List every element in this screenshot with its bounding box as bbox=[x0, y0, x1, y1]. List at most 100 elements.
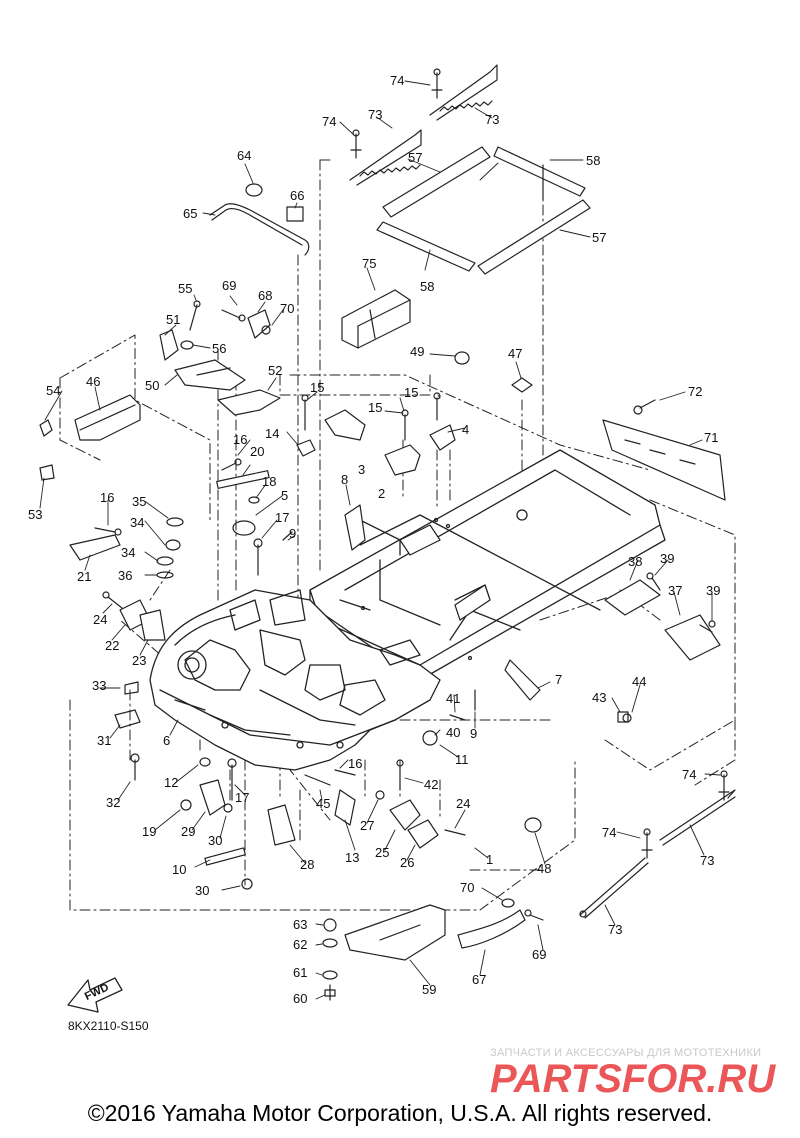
label-65: 65 bbox=[183, 206, 197, 221]
label-19: 19 bbox=[142, 824, 156, 839]
lower-parts bbox=[114, 681, 542, 890]
center-brackets bbox=[296, 392, 456, 476]
label-73: 73 bbox=[608, 922, 622, 937]
label-57: 57 bbox=[408, 150, 422, 165]
watermark: ЗАПЧАСТИ И АКСЕССУАРЫ ДЛЯ МОТОТЕХНИКИ PA… bbox=[490, 1047, 776, 1101]
label-40: 40 bbox=[446, 725, 460, 740]
label-8: 8 bbox=[341, 472, 348, 487]
label-62: 62 bbox=[293, 937, 307, 952]
label-24: 24 bbox=[456, 796, 470, 811]
label-9: 9 bbox=[470, 726, 477, 741]
label-3: 3 bbox=[358, 462, 365, 477]
label-32: 32 bbox=[106, 795, 120, 810]
label-58: 58 bbox=[586, 153, 600, 168]
rivet-pins bbox=[350, 68, 730, 859]
label-17: 17 bbox=[275, 510, 289, 525]
label-4: 4 bbox=[462, 422, 469, 437]
label-26: 26 bbox=[400, 855, 414, 870]
label-15: 15 bbox=[368, 400, 382, 415]
label-69: 69 bbox=[222, 278, 236, 293]
label-73: 73 bbox=[700, 853, 714, 868]
watermark-tagline: ЗАПЧАСТИ И АКСЕССУАРЫ ДЛЯ МОТОТЕХНИКИ bbox=[490, 1047, 761, 1059]
label-74: 74 bbox=[322, 114, 336, 129]
label-14: 14 bbox=[265, 426, 279, 441]
label-50: 50 bbox=[145, 378, 159, 393]
tool-box bbox=[341, 289, 411, 349]
label-30: 30 bbox=[195, 883, 209, 898]
label-6: 6 bbox=[163, 733, 170, 748]
label-71: 71 bbox=[704, 430, 718, 445]
lower-trim-strips bbox=[579, 789, 736, 919]
label-75: 75 bbox=[362, 256, 376, 271]
label-69: 69 bbox=[532, 947, 546, 962]
label-48: 48 bbox=[537, 861, 551, 876]
label-7: 7 bbox=[555, 672, 562, 687]
label-43: 43 bbox=[592, 690, 606, 705]
label-24: 24 bbox=[93, 612, 107, 627]
label-74: 74 bbox=[602, 825, 616, 840]
label-18: 18 bbox=[262, 474, 276, 489]
stabilizer-rod bbox=[209, 183, 310, 256]
label-22: 22 bbox=[105, 638, 119, 653]
label-67: 67 bbox=[472, 972, 486, 987]
label-16: 16 bbox=[348, 756, 362, 771]
label-27: 27 bbox=[360, 818, 374, 833]
label-36: 36 bbox=[118, 568, 132, 583]
label-20: 20 bbox=[250, 444, 264, 459]
drawing-code: 8KX2110-S150 bbox=[68, 1019, 149, 1033]
label-9: 9 bbox=[289, 526, 296, 541]
snow-flap bbox=[602, 399, 726, 501]
label-74: 74 bbox=[682, 767, 696, 782]
bottom-brackets bbox=[322, 898, 544, 1001]
label-68: 68 bbox=[258, 288, 272, 303]
label-2: 2 bbox=[378, 486, 385, 501]
fwd-arrow-icon bbox=[67, 977, 123, 1013]
watermark-brand: PARTSFOR.RU bbox=[490, 1057, 776, 1101]
label-74: 74 bbox=[390, 73, 404, 88]
tunnel-frame bbox=[309, 449, 666, 681]
part-number-labels: 74 73 74 73 57 58 57 58 64 66 65 75 55 6… bbox=[28, 73, 720, 1033]
label-60: 60 bbox=[293, 991, 307, 1006]
label-11: 11 bbox=[455, 752, 469, 767]
label-55: 55 bbox=[178, 281, 192, 296]
label-58: 58 bbox=[420, 279, 434, 294]
label-21: 21 bbox=[77, 569, 91, 584]
rear-mount-parts bbox=[604, 572, 721, 661]
label-38: 38 bbox=[628, 554, 642, 569]
label-34: 34 bbox=[130, 515, 144, 530]
label-25: 25 bbox=[375, 845, 389, 860]
label-61: 61 bbox=[293, 965, 307, 980]
side-brackets bbox=[399, 524, 491, 621]
label-34: 34 bbox=[121, 545, 135, 560]
left-brackets bbox=[39, 329, 281, 481]
seat-rails bbox=[376, 146, 591, 275]
label-23: 23 bbox=[132, 653, 146, 668]
label-51: 51 bbox=[166, 312, 180, 327]
label-53: 53 bbox=[28, 507, 42, 522]
label-16: 16 bbox=[233, 432, 247, 447]
upper-trim-strips bbox=[349, 64, 498, 186]
label-70: 70 bbox=[280, 301, 294, 316]
copyright-notice: ©2016 Yamaha Motor Corporation, U.S.A. A… bbox=[87, 1100, 713, 1126]
label-39: 39 bbox=[706, 583, 720, 598]
center-small-parts bbox=[454, 351, 533, 393]
label-49: 49 bbox=[410, 344, 424, 359]
label-37: 37 bbox=[668, 583, 682, 598]
label-33: 33 bbox=[92, 678, 106, 693]
label-15: 15 bbox=[404, 385, 418, 400]
label-42: 42 bbox=[424, 777, 438, 792]
label-28: 28 bbox=[300, 857, 314, 872]
label-66: 66 bbox=[290, 188, 304, 203]
label-56: 56 bbox=[212, 341, 226, 356]
label-46: 46 bbox=[86, 374, 100, 389]
label-47: 47 bbox=[508, 346, 522, 361]
left-small-parts bbox=[69, 458, 366, 641]
label-54: 54 bbox=[46, 383, 60, 398]
label-52: 52 bbox=[268, 363, 282, 378]
label-10: 10 bbox=[172, 862, 186, 877]
label-45: 45 bbox=[316, 796, 330, 811]
label-70: 70 bbox=[460, 880, 474, 895]
label-13: 13 bbox=[345, 850, 359, 865]
label-35: 35 bbox=[132, 494, 146, 509]
label-5: 5 bbox=[281, 488, 288, 503]
